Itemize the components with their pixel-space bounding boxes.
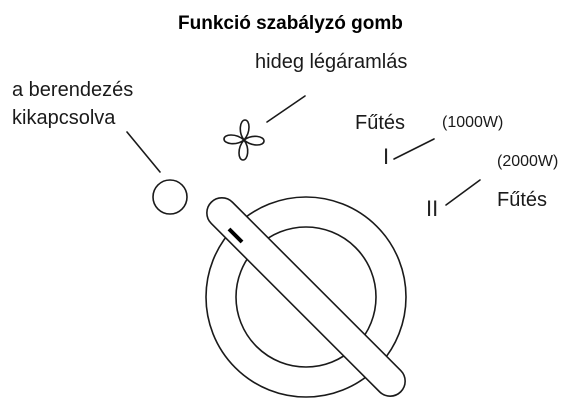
fan-pointer-line	[266, 95, 306, 123]
off-label-line1: a berendezés	[12, 79, 134, 101]
knob-inner-ring	[235, 226, 377, 368]
heat1-pointer-line	[393, 138, 435, 160]
heat2-pointer-line	[445, 179, 481, 206]
fan-label: hideg légáramlás	[255, 51, 408, 73]
heat1-label: Fűtés	[355, 112, 406, 134]
heat1-power: (1000W)	[442, 114, 504, 131]
off-circle-icon	[152, 179, 188, 215]
knob-outer-ring	[205, 196, 407, 398]
heat1-symbol: I	[383, 144, 390, 169]
knob-indicator-mark	[227, 227, 244, 244]
heat2-symbol: II	[426, 196, 439, 221]
heat2-label: Fűtés	[497, 189, 548, 211]
knob-handle	[206, 197, 406, 397]
off-pointer-line	[126, 131, 161, 173]
heat2-power: (2000W)	[497, 153, 559, 170]
fan-icon	[223, 119, 265, 161]
diagram-title: Funkció szabályzó gomb	[178, 13, 403, 34]
off-label-line2: kikapcsolva	[12, 107, 116, 129]
